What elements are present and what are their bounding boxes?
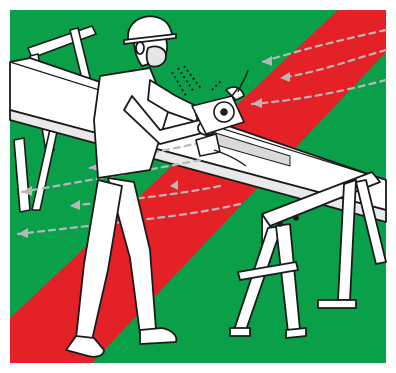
worker-boot-back — [140, 328, 176, 344]
respirator-mask-icon — [147, 46, 166, 66]
ear-protection-icon — [136, 42, 144, 54]
